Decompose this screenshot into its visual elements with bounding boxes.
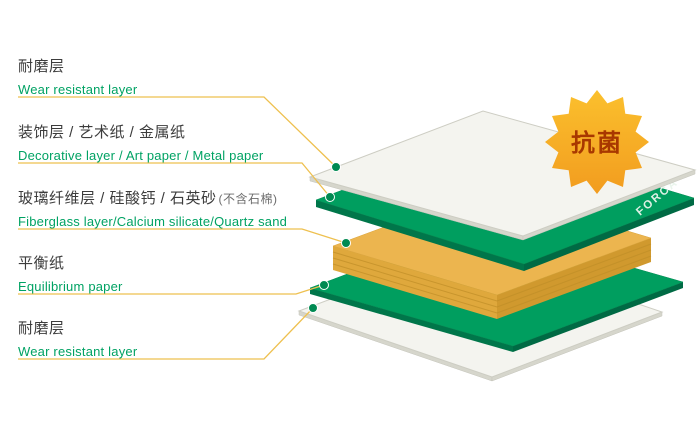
leader-line-wear-top — [18, 96, 337, 168]
label-group-fiberglass: 玻璃纤维层 / 硅酸钙 / 石英砂(不含石棉) Fiberglass layer… — [18, 187, 287, 229]
leader-line-wear-bottom — [18, 307, 314, 360]
leader-lines — [18, 96, 347, 360]
dot-decorative — [325, 192, 335, 202]
label-en-wear-top: Wear resistant layer — [18, 82, 138, 97]
label-zh-wear-top: 耐磨层 — [18, 58, 65, 75]
dot-wear-bottom — [308, 303, 318, 313]
laminate-line — [332, 243, 652, 302]
label-en-fiberglass: Fiberglass layer/Calcium silicate/Quartz… — [18, 214, 288, 229]
antibacterial-badge: 抗菌 — [545, 90, 649, 194]
layer-side — [310, 288, 513, 352]
label-zh-decorative: 装饰层 / 艺术纸 / 金属纸 — [18, 124, 186, 141]
label-group-decorative: 装饰层 / 艺术纸 / 金属纸 Decorative layer / Art p… — [18, 121, 263, 163]
label-en-equilibrium: Equilibrium paper — [18, 279, 123, 294]
layer-top-face — [308, 110, 697, 237]
laminate-line — [332, 249, 652, 308]
dot-wear-top — [331, 162, 341, 172]
anchor-dots — [308, 162, 351, 313]
label-en-wear-bottom: Wear resistant layer — [18, 344, 138, 359]
label-zh-equilibrium: 平衡纸 — [18, 255, 65, 272]
starburst-shape — [545, 90, 649, 194]
dot-equilibrium — [319, 280, 329, 290]
label-group-wear-bottom: 耐磨层 Wear resistant layer — [18, 317, 137, 359]
dot-fiberglass — [341, 238, 351, 248]
layer-side — [316, 200, 524, 271]
laminate-line — [332, 255, 652, 314]
leader-line-equilibrium — [18, 284, 325, 295]
leader-line-fiberglass — [18, 228, 347, 244]
label-zh-fiberglass: 玻璃纤维层 / 硅酸钙 / 石英砂(不含石棉) — [18, 187, 287, 208]
label-zh-fiberglass-note: (不含石棉) — [218, 192, 278, 206]
label-en-decorative: Decorative layer / Art paper / Metal pap… — [18, 148, 264, 163]
label-zh-fiberglass-main: 玻璃纤维层 / 硅酸钙 / 石英砂 — [18, 190, 217, 207]
badge-label: 抗菌 — [571, 129, 623, 157]
leader-line-decorative — [18, 162, 331, 198]
label-zh-wear-bottom: 耐磨层 — [18, 320, 65, 337]
layer-side — [524, 198, 694, 271]
label-group-wear-top: 耐磨层 Wear resistant layer — [18, 55, 137, 97]
label-group-equilibrium: 平衡纸 Equilibrium paper — [18, 252, 123, 294]
layer-wear-resistant-top — [308, 110, 697, 241]
layer-side — [513, 282, 683, 352]
